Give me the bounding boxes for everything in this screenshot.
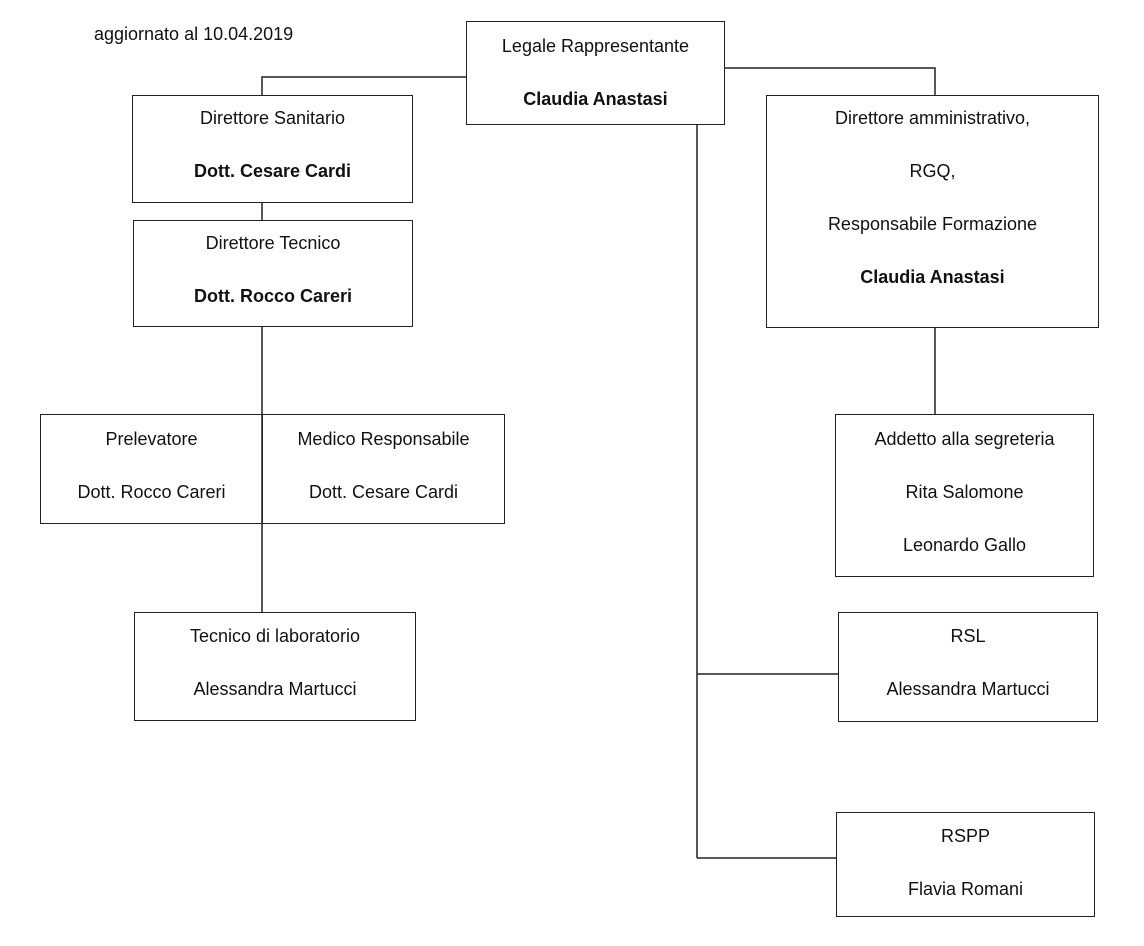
segreteria-name-1: Rita Salomone <box>905 482 1024 502</box>
segreteria-role: Addetto alla segreteria <box>874 429 1055 449</box>
dir-amm-name: Claudia Anastasi <box>860 267 1005 287</box>
box-direttore-amministrativo: Direttore amministrativo, RGQ, Responsab… <box>766 95 1099 328</box>
prelevatore-name: Dott. Rocco Careri <box>77 482 226 502</box>
dir-sanitario-name: Dott. Cesare Cardi <box>193 161 352 181</box>
box-addetto-segreteria: Addetto alla segreteria Rita Salomone Le… <box>835 414 1094 577</box>
legale-name: Claudia Anastasi <box>523 89 668 109</box>
legale-role: Legale Rappresentante <box>501 36 690 56</box>
dir-sanitario-role: Direttore Sanitario <box>199 108 346 128</box>
box-medico-responsabile: Medico Responsabile Dott. Cesare Cardi <box>262 414 505 524</box>
dir-tecnico-name: Dott. Rocco Careri <box>193 286 353 306</box>
box-direttore-sanitario: Direttore Sanitario Dott. Cesare Cardi <box>132 95 413 203</box>
updated-date-note: aggiornato al 10.04.2019 <box>94 24 294 44</box>
rspp-role: RSPP <box>940 826 991 846</box>
tecnico-lab-role: Tecnico di laboratorio <box>189 626 361 646</box>
medico-name: Dott. Cesare Cardi <box>308 482 459 502</box>
box-prelevatore: Prelevatore Dott. Rocco Careri <box>40 414 263 524</box>
box-rsl: RSL Alessandra Martucci <box>838 612 1098 722</box>
box-rspp: RSPP Flavia Romani <box>836 812 1095 917</box>
rsl-role: RSL <box>950 626 986 646</box>
rspp-name: Flavia Romani <box>907 879 1024 899</box>
dir-amm-role-1: Direttore amministrativo, <box>834 108 1031 128</box>
dir-amm-role-3: Responsabile Formazione <box>827 214 1038 234</box>
tecnico-lab-name: Alessandra Martucci <box>193 679 357 699</box>
segreteria-name-2: Leonardo Gallo <box>902 535 1027 555</box>
box-direttore-tecnico: Direttore Tecnico Dott. Rocco Careri <box>133 220 413 327</box>
medico-role: Medico Responsabile <box>297 429 470 449</box>
rsl-name: Alessandra Martucci <box>886 679 1050 699</box>
dir-tecnico-role: Direttore Tecnico <box>205 233 341 253</box>
prelevatore-role: Prelevatore <box>105 429 198 449</box>
box-tecnico-laboratorio: Tecnico di laboratorio Alessandra Martuc… <box>134 612 416 721</box>
dir-amm-role-2: RGQ, <box>909 161 956 181</box>
box-legale-rappresentante: Legale Rappresentante Claudia Anastasi <box>466 21 725 125</box>
